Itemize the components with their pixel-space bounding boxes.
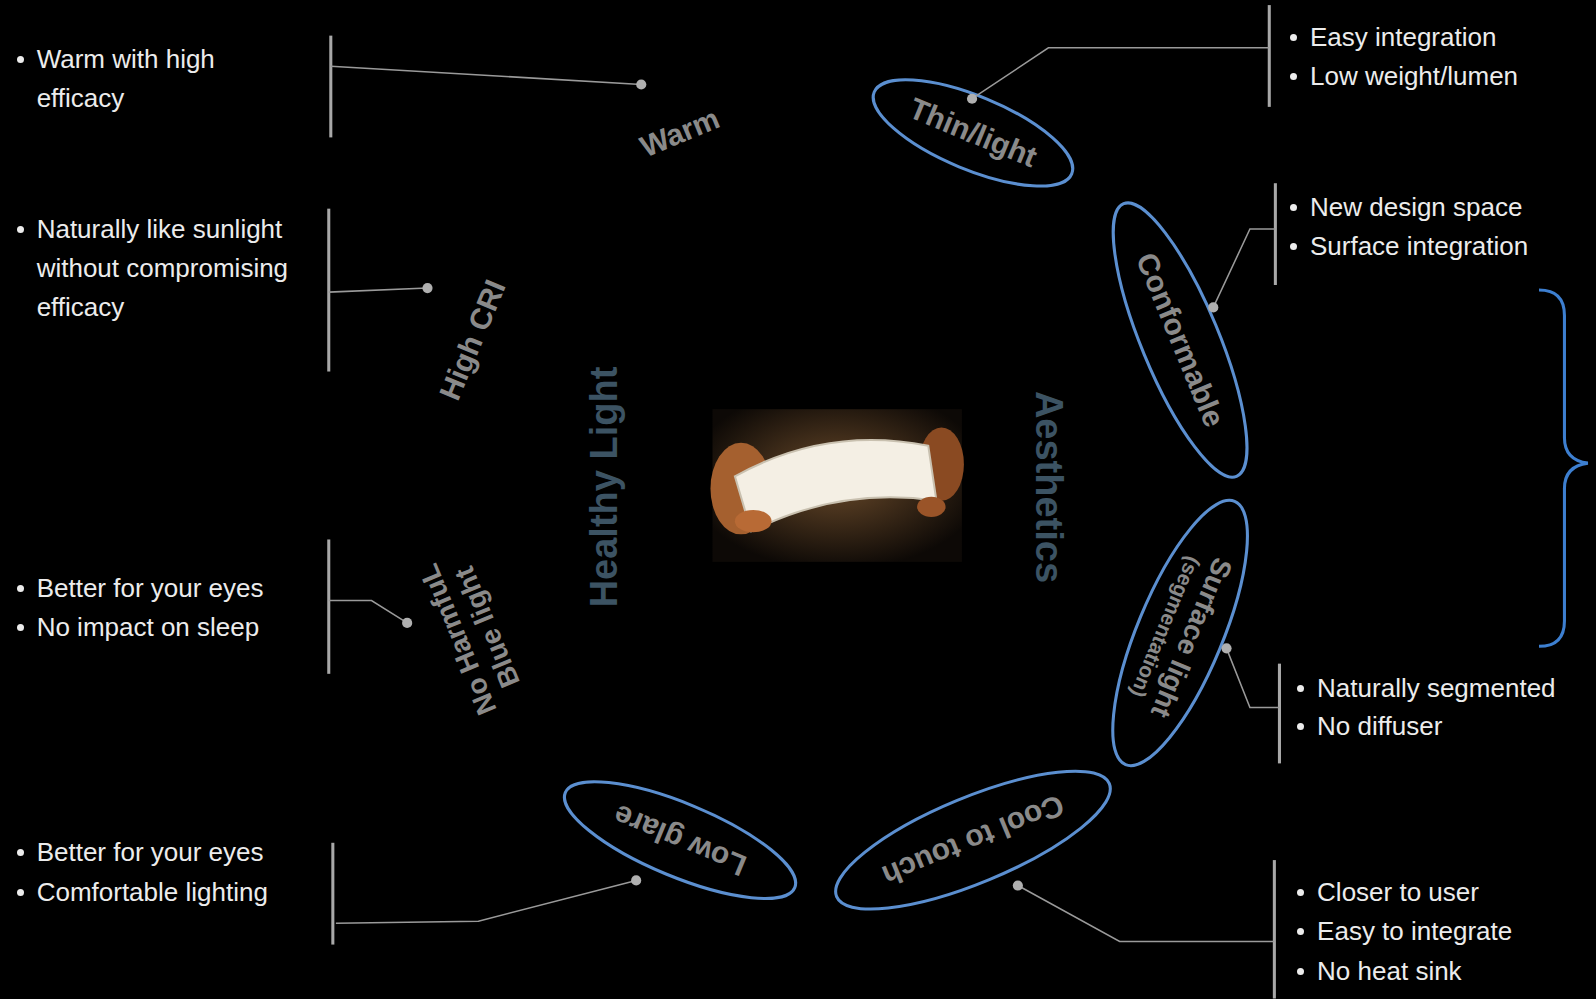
bullet-note: Easy integration	[1310, 18, 1595, 57]
benefit-sector: Cool to touch	[835, 698, 1149, 952]
category-band: Aesthetics	[835, 210, 1103, 763]
highlight-ellipse	[551, 759, 808, 922]
leader-dot	[422, 283, 432, 293]
benefit-sector: Low glare	[504, 698, 818, 952]
sector-title: Warm	[635, 101, 724, 164]
leader-line	[336, 880, 636, 923]
photo-background	[712, 409, 961, 562]
leader-dot	[636, 79, 646, 89]
benefit-sector-outline	[361, 164, 615, 478]
benefit-sector: Warm	[504, 21, 818, 275]
benefit-sector: No HarmfuL Blue light	[361, 495, 615, 809]
sector-title: Low glare	[609, 797, 752, 882]
leader-dot	[1208, 302, 1218, 312]
label-group: Cool to touch	[877, 787, 1069, 893]
benefit-sector-outline	[1038, 164, 1292, 478]
leader-line	[331, 66, 641, 84]
leader-line	[329, 288, 428, 292]
bracket-bar	[1268, 5, 1271, 107]
thumb	[735, 510, 772, 532]
label-group: Conformable	[1129, 248, 1232, 432]
bullet-note: No diffuser	[1317, 707, 1592, 746]
highlight-ellipse	[860, 58, 1086, 208]
sector-title: Thin/light	[904, 91, 1042, 175]
category-band-outline	[835, 210, 1103, 763]
leader-dot	[1013, 880, 1023, 890]
label-group: Warm	[635, 101, 724, 164]
leader-line	[1213, 229, 1275, 307]
bullet-note: Better for your eyes	[37, 569, 322, 608]
benefit-sector: Surface light(segmentation)	[1038, 495, 1292, 809]
benefit-sector: High CRI	[361, 164, 615, 478]
highlight-ellipse	[820, 744, 1125, 936]
label-group: Low glare	[609, 797, 752, 882]
bullet-note: Surface integration	[1310, 227, 1595, 266]
bullet-note: Low weight/lumen	[1310, 57, 1595, 96]
bracket-bar	[1278, 664, 1281, 764]
thumb	[917, 497, 946, 517]
bullet-note: No heat sink	[1317, 952, 1592, 991]
benefit-sector-outline	[504, 698, 818, 952]
bullet-note: Closer to user	[1317, 873, 1592, 912]
bullet-note: Better for your eyes	[37, 833, 322, 872]
category-band: Healthy Light	[550, 210, 818, 763]
bracket-bar	[1274, 183, 1277, 285]
leader-line	[1227, 648, 1280, 707]
leader-line	[329, 601, 407, 623]
sector-title: Aesthetics	[1027, 390, 1071, 582]
highlight-ellipse	[1086, 485, 1274, 781]
benefit-sector: Conformable	[1038, 164, 1292, 478]
leader-dot	[402, 618, 412, 628]
bullet-note: No impact on sleep	[37, 608, 322, 647]
curly-brace	[1539, 290, 1588, 646]
sector-title: No HarmfuL Blue light	[411, 542, 536, 724]
leader-line	[972, 48, 1269, 99]
bullet-note: Comfortable lighting	[37, 873, 322, 912]
leader-dot	[967, 94, 977, 104]
label-group: Surface light(segmentation)	[1122, 544, 1239, 722]
sector-title: Healthy Light	[583, 366, 627, 607]
benefit-sector-outline	[1038, 495, 1292, 809]
benefit-sector: Thin/light	[835, 21, 1149, 275]
benefit-sector-outline	[835, 698, 1149, 952]
benefit-sector-outline	[835, 21, 1149, 275]
leader-dot	[631, 875, 641, 885]
label-group: No HarmfuL Blue light	[411, 542, 536, 724]
highlight-ellipse	[1088, 189, 1272, 491]
label-group: Healthy Light	[583, 366, 627, 607]
bullet-note: Naturally segmented	[1317, 669, 1592, 708]
leader-line	[1018, 886, 1275, 942]
benefit-sector-outline	[361, 495, 615, 809]
sector-title: Cool to touch	[877, 787, 1069, 893]
label-group: High CRI	[433, 275, 513, 405]
leader-dot	[1221, 643, 1231, 653]
sector-title: High CRI	[433, 275, 513, 405]
label-group: Aesthetics	[1027, 390, 1071, 582]
bullet-note: New design space	[1310, 188, 1595, 227]
sector-title: Conformable	[1129, 248, 1232, 432]
bullet-note: Naturally like sunlight without compromi…	[37, 210, 291, 327]
bracket-bar	[1273, 860, 1276, 998]
bracket-bar	[331, 843, 334, 945]
bracket-bar	[327, 539, 330, 673]
category-band-outline	[550, 210, 818, 763]
label-group: Thin/light	[904, 91, 1042, 175]
bracket-bar	[329, 36, 332, 138]
bracket-bar	[327, 209, 330, 372]
bullet-note: Warm with high efficacy	[37, 40, 291, 118]
bullet-note: Easy to integrate	[1317, 912, 1592, 951]
benefit-sector-outline	[504, 21, 818, 275]
